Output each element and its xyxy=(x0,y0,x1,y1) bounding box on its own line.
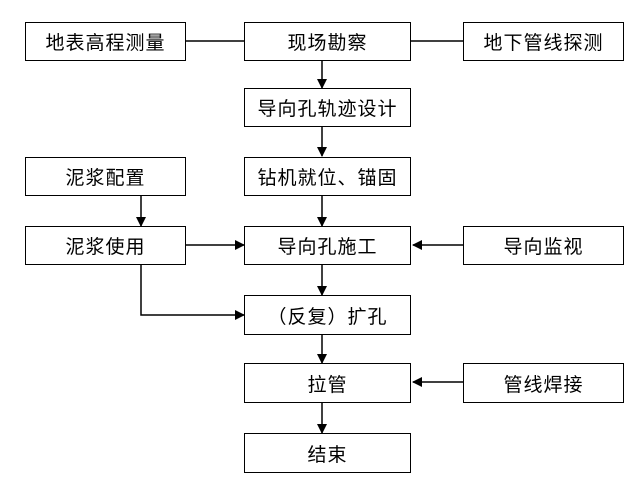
node-surface-survey: 地表高程测量 xyxy=(25,22,186,61)
node-pipe-weld: 管线焊接 xyxy=(463,363,624,403)
node-end: 结束 xyxy=(244,433,411,473)
node-guide-monitor: 导向监视 xyxy=(463,226,624,265)
node-pull-pipe: 拉管 xyxy=(244,363,411,403)
node-pilot-design: 导向孔轨迹设计 xyxy=(244,88,411,127)
node-mud-config: 泥浆配置 xyxy=(25,157,186,196)
node-mud-use: 泥浆使用 xyxy=(25,226,186,265)
node-site-survey: 现场勘察 xyxy=(244,22,411,61)
node-pipeline-detect: 地下管线探测 xyxy=(463,22,624,61)
node-drill-setup: 钻机就位、锚固 xyxy=(244,157,411,196)
arrow-muduse-to-reaming xyxy=(140,265,245,320)
node-reaming: （反复）扩孔 xyxy=(244,295,411,335)
node-pilot-construct: 导向孔施工 xyxy=(244,226,411,265)
